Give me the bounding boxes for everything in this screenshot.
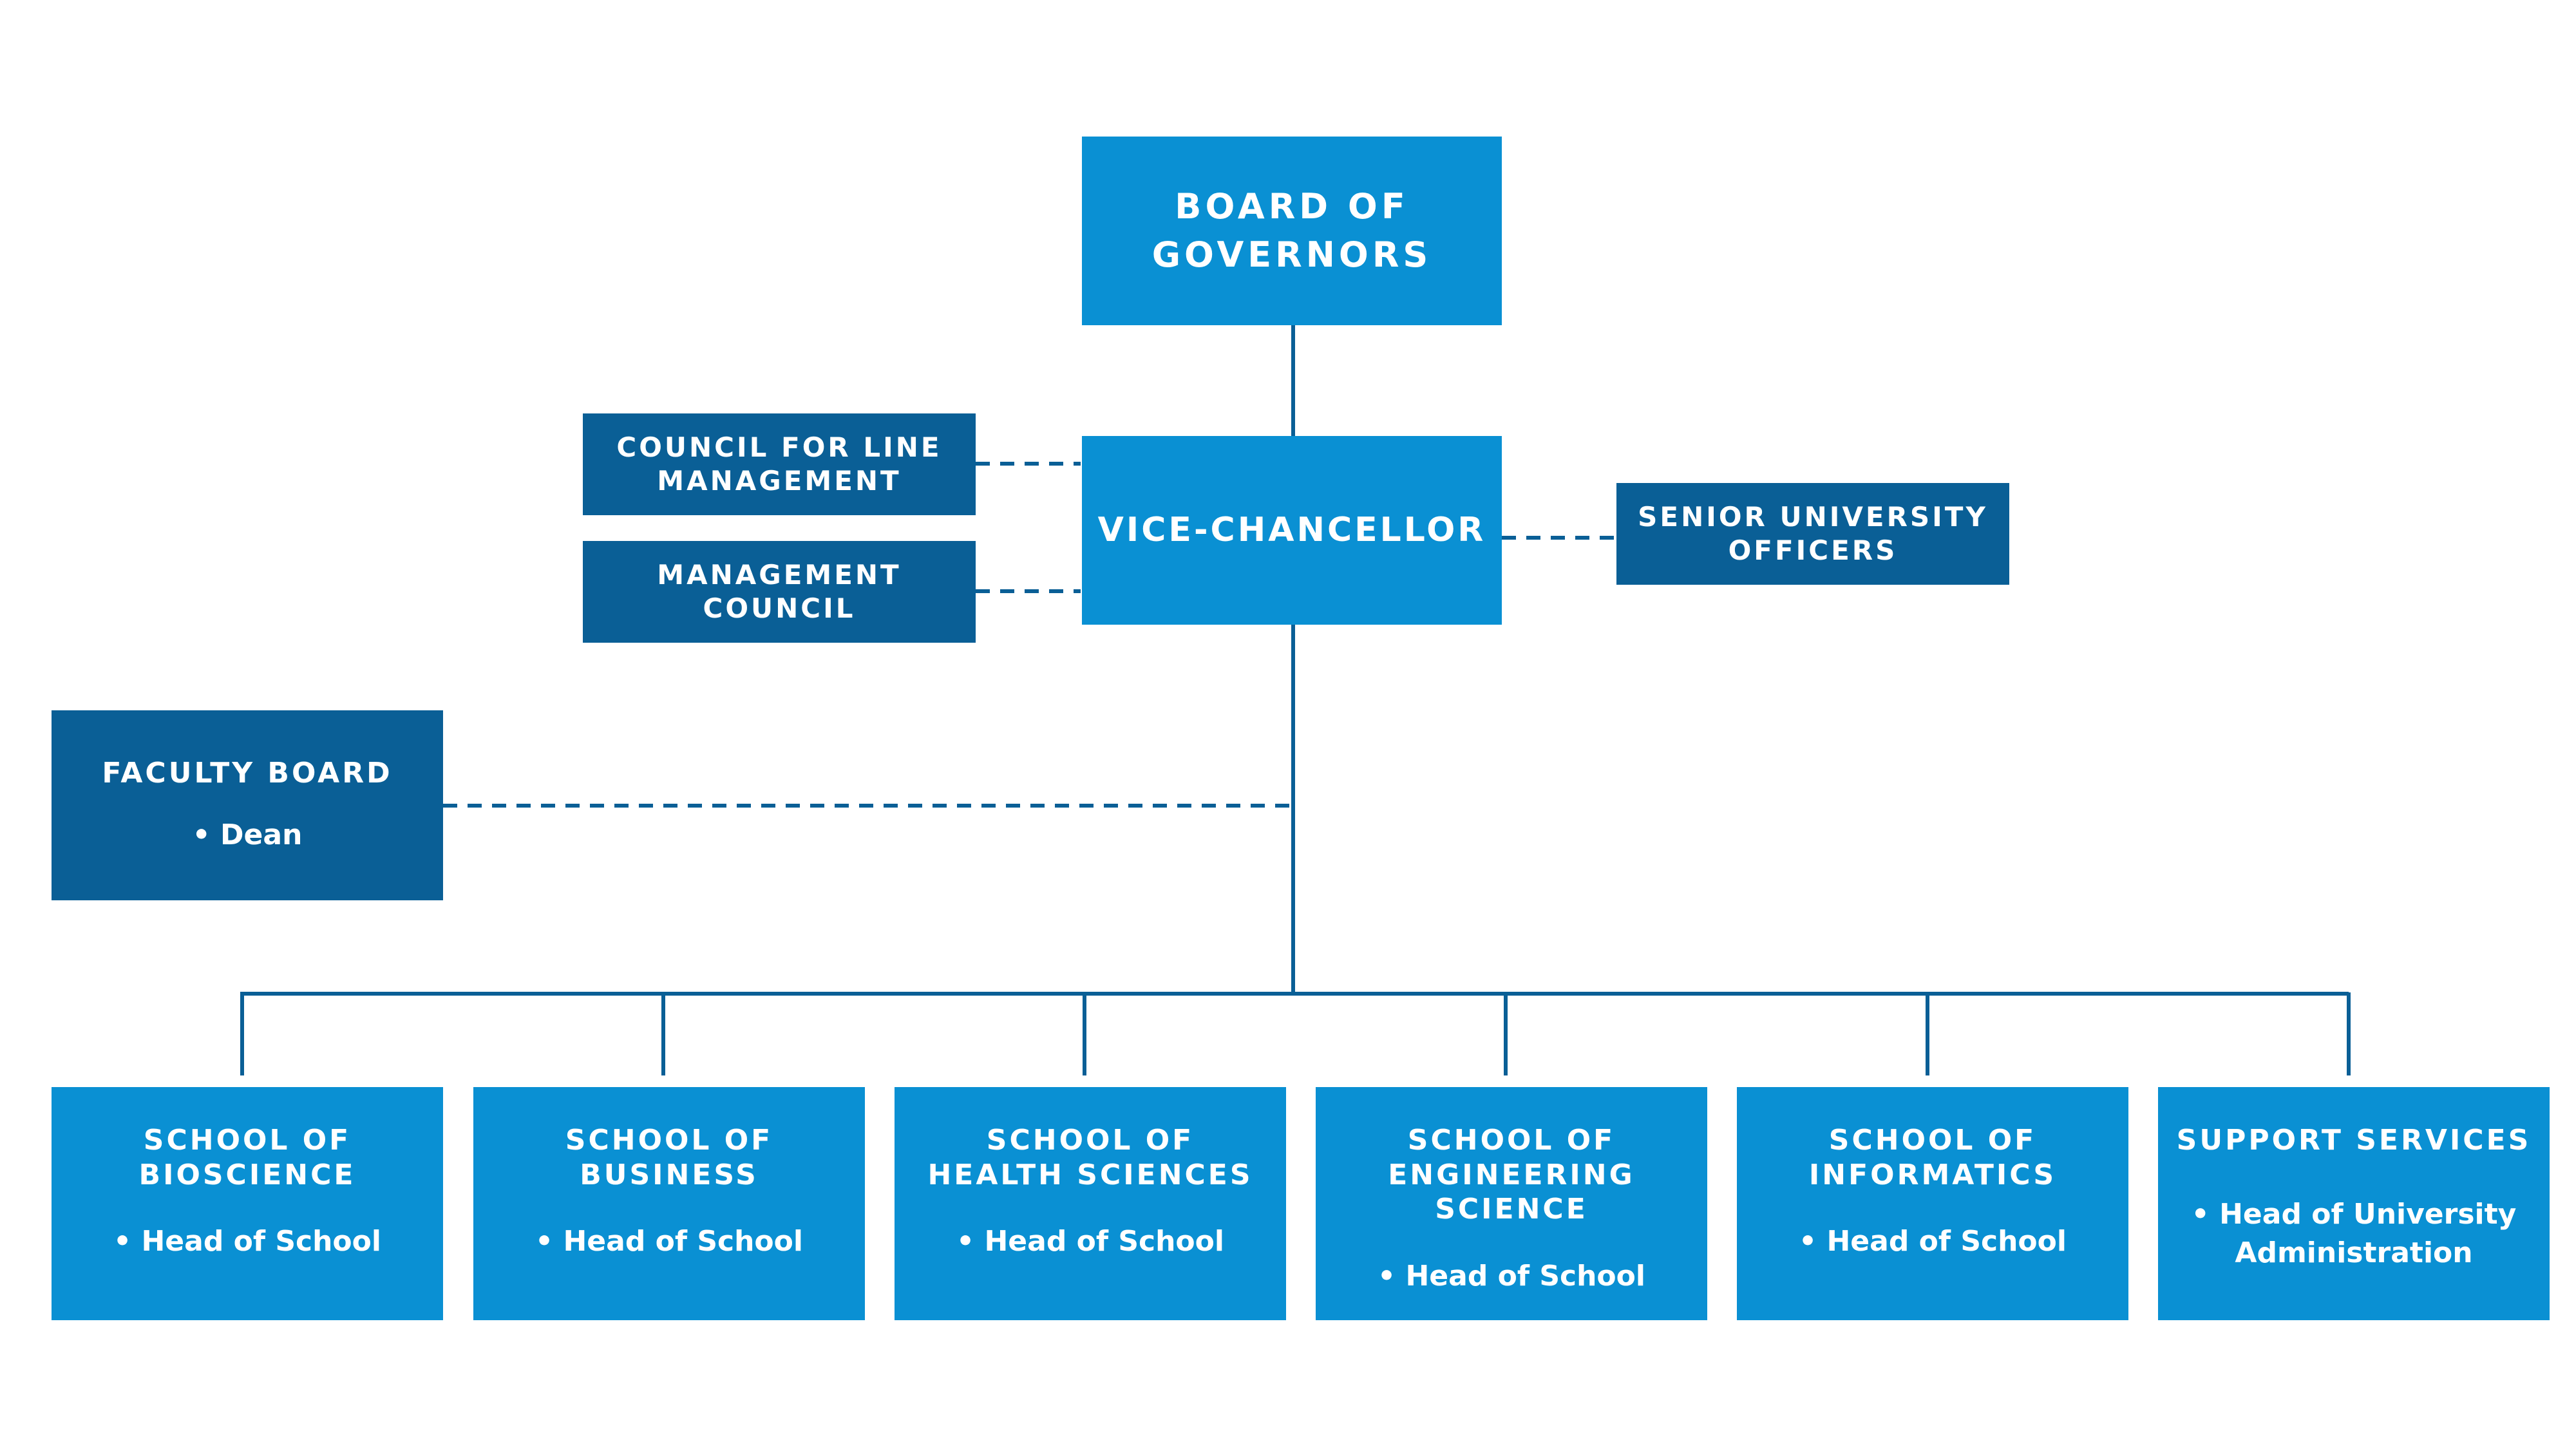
school-title: SUPPORT SERVICES (2176, 1124, 2532, 1157)
school-role: Head of School (535, 1222, 803, 1262)
school-business-box[interactable]: SCHOOL OF BUSINESS Head of School (473, 1087, 865, 1320)
school-bioscience-box[interactable]: SCHOOL OF BIOSCIENCE Head of School (52, 1087, 443, 1320)
school-title: SCHOOL OF ENGINEERING SCIENCE (1388, 1124, 1635, 1226)
council-line-management-box[interactable]: COUNCIL FOR LINE MANAGEMENT (583, 413, 976, 515)
vice-chancellor-box[interactable]: VICE-CHANCELLOR (1082, 436, 1502, 625)
school-engineering-science-box[interactable]: SCHOOL OF ENGINEERING SCIENCE Head of Sc… (1316, 1087, 1707, 1320)
school-role: Head of School (1799, 1222, 2067, 1262)
school-title: SCHOOL OF INFORMATICS (1808, 1124, 2057, 1191)
management-council-title: MANAGEMENT COUNCIL (657, 558, 902, 625)
board-of-governors-title: BOARD OF GOVERNORS (1151, 185, 1432, 275)
management-council-box[interactable]: MANAGEMENT COUNCIL (583, 541, 976, 643)
school-role: Head of University Administration (2192, 1195, 2516, 1273)
school-title: SCHOOL OF HEALTH SCIENCES (927, 1124, 1253, 1191)
school-health-sciences-box[interactable]: SCHOOL OF HEALTH SCIENCES Head of School (895, 1087, 1286, 1320)
council-line-management-title: COUNCIL FOR LINE MANAGEMENT (616, 431, 942, 497)
support-services-box[interactable]: SUPPORT SERVICES Head of University Admi… (2158, 1087, 2550, 1320)
school-role: Head of School (1378, 1256, 1645, 1296)
senior-university-officers-title: SENIOR UNIVERSITY OFFICERS (1638, 500, 1988, 567)
school-role: Head of School (113, 1222, 381, 1262)
school-informatics-box[interactable]: SCHOOL OF INFORMATICS Head of School (1737, 1087, 2128, 1320)
school-title: SCHOOL OF BUSINESS (565, 1124, 773, 1191)
board-of-governors-box[interactable]: BOARD OF GOVERNORS (1082, 137, 1502, 325)
vice-chancellor-title: VICE-CHANCELLOR (1097, 511, 1486, 549)
school-title: SCHOOL OF BIOSCIENCE (138, 1124, 356, 1191)
senior-university-officers-box[interactable]: SENIOR UNIVERSITY OFFICERS (1616, 483, 2009, 585)
school-role: Head of School (956, 1222, 1224, 1262)
faculty-board-role: Dean (193, 815, 302, 855)
faculty-board-title: FACULTY BOARD (102, 756, 393, 790)
faculty-board-box[interactable]: FACULTY BOARD Dean (52, 710, 443, 900)
